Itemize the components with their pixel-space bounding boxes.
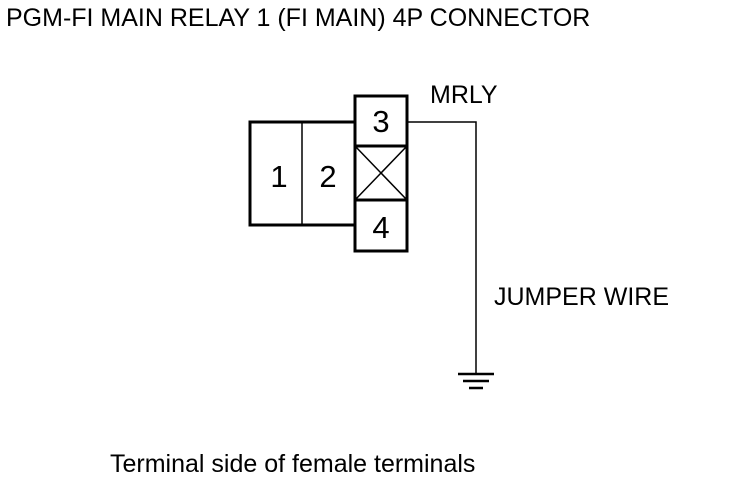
jumper-wire: [407, 121, 477, 374]
pin-4-cavity: [353, 198, 409, 253]
pin-3-label: 3: [372, 104, 389, 139]
pin-4-label: 4: [372, 210, 389, 245]
pin-1-label: 1: [270, 159, 287, 194]
blocked-cavity-cross-b: [354, 145, 408, 201]
ground-icon: [458, 372, 494, 390]
diagram-caption: Terminal side of female terminals: [110, 450, 475, 478]
mrly-label: MRLY: [430, 81, 498, 109]
diagram-title: PGM-FI MAIN RELAY 1 (FI MAIN) 4P CONNECT…: [6, 4, 590, 32]
pin-2-label: 2: [319, 159, 336, 194]
jumper-wire-label: JUMPER WIRE: [494, 283, 669, 311]
